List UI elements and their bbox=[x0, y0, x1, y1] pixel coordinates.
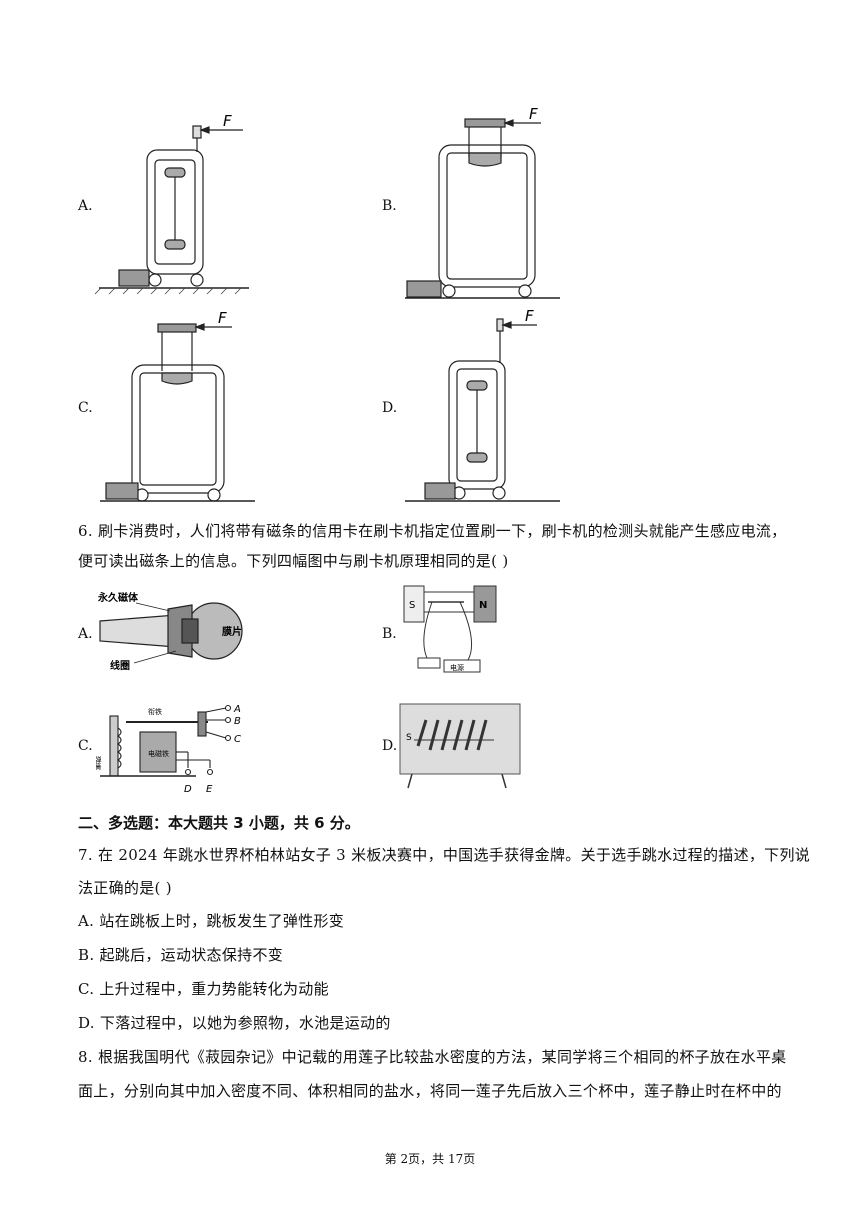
q5-option-a-label: A. bbox=[78, 198, 93, 214]
q6-option-d-label: D. bbox=[382, 738, 398, 754]
q6-figure-c-label-d: D bbox=[184, 784, 192, 795]
q6-figure-a-label-coil: 线圈 bbox=[110, 659, 130, 672]
q5-figure-b: F bbox=[405, 105, 560, 299]
q6-figure-b-label-power: 电源 bbox=[450, 663, 464, 672]
q6-figure-b-label-n: N bbox=[479, 600, 487, 611]
q8-stem-line2: 面上，分别向其中加入密度不同、体积相同的盐水，将同一莲子先后放入三个杯中，莲子静… bbox=[78, 1082, 782, 1100]
q5-figure-d-force-label: F bbox=[525, 307, 534, 325]
q6-figure-b-label-s: S bbox=[409, 600, 415, 611]
q5-figure-c-force-label: F bbox=[218, 309, 227, 327]
q5-option-b-label: B. bbox=[382, 198, 397, 214]
q6-figure-c-label-b: B bbox=[234, 716, 241, 727]
q6-figure-b-motor-principle: S N 电源 bbox=[403, 585, 497, 673]
q7-option-c: C. 上升过程中，重力势能转化为动能 bbox=[78, 980, 329, 998]
page-footer: 第 2页，共 17页 bbox=[384, 1152, 476, 1166]
q6-stem-line1: 6. 刷卡消费时，人们将带有磁条的信用卡在刷卡机指定位置刷一下，刷卡机的检测头就… bbox=[78, 522, 787, 540]
q6-figure-d-solenoid: S bbox=[399, 703, 521, 789]
q7-option-a: A. 站在跳板上时，跳板发生了弹性形变 bbox=[78, 912, 345, 930]
q6-figure-c-label-electromagnet: 电磁铁 bbox=[148, 749, 169, 758]
q6-figure-c-relay: 衔铁 弹簧 电磁铁 A B C D E bbox=[96, 704, 241, 795]
q8-stem-line1: 8. 根据我国明代《菽园杂记》中记载的用莲子比较盐水密度的方法，某同学将三个相同… bbox=[78, 1048, 787, 1066]
q6-figure-c-label-a: A bbox=[233, 704, 241, 715]
q6-figure-c-label-e: E bbox=[206, 784, 213, 795]
q6-option-c-label: C. bbox=[78, 738, 93, 754]
q6-option-b-label: B. bbox=[382, 626, 397, 642]
q5-figure-b-force-label: F bbox=[529, 105, 538, 123]
q7-stem-line2: 法正确的是( ) bbox=[78, 879, 172, 897]
q6-figure-d-label-s: S bbox=[406, 733, 412, 743]
q6-figure-c-label-c: C bbox=[234, 734, 241, 745]
q7-option-d: D. 下落过程中，以她为参照物，水池是运动的 bbox=[78, 1014, 391, 1032]
section-title-multiple-choice: 二、多选题：本大题共 3 小题，共 6 分。 bbox=[78, 814, 360, 832]
q6-figure-c-label-armature: 衔铁 bbox=[148, 707, 162, 716]
q5-figure-a-force-label: F bbox=[223, 112, 232, 130]
q5-option-c-label: C. bbox=[78, 400, 93, 416]
q6-stem-line2: 便可读出磁条上的信息。下列四幅图中与刷卡机原理相同的是( ) bbox=[78, 552, 509, 570]
q6-figure-a-microphone: 永久磁体 线圈 膜片 bbox=[97, 591, 243, 672]
q5-figure-a: F bbox=[95, 112, 249, 295]
q7-option-b: B. 起跳后，运动状态保持不变 bbox=[78, 946, 284, 964]
q6-figure-a-label-magnet: 永久磁体 bbox=[97, 591, 139, 604]
q6-figure-a-label-diaphragm: 膜片 bbox=[222, 625, 242, 638]
q7-stem-line1: 7. 在 2024 年跳水世界杯柏林站女子 3 米板决赛中，中国选手获得金牌。关… bbox=[78, 846, 811, 864]
q6-option-a-label: A. bbox=[78, 626, 93, 642]
q5-figure-d: F bbox=[405, 307, 560, 502]
q5-figure-c: F bbox=[100, 309, 255, 502]
q5-option-d-label: D. bbox=[382, 400, 398, 416]
q6-figure-c-label-spring: 弹簧 bbox=[96, 755, 102, 771]
